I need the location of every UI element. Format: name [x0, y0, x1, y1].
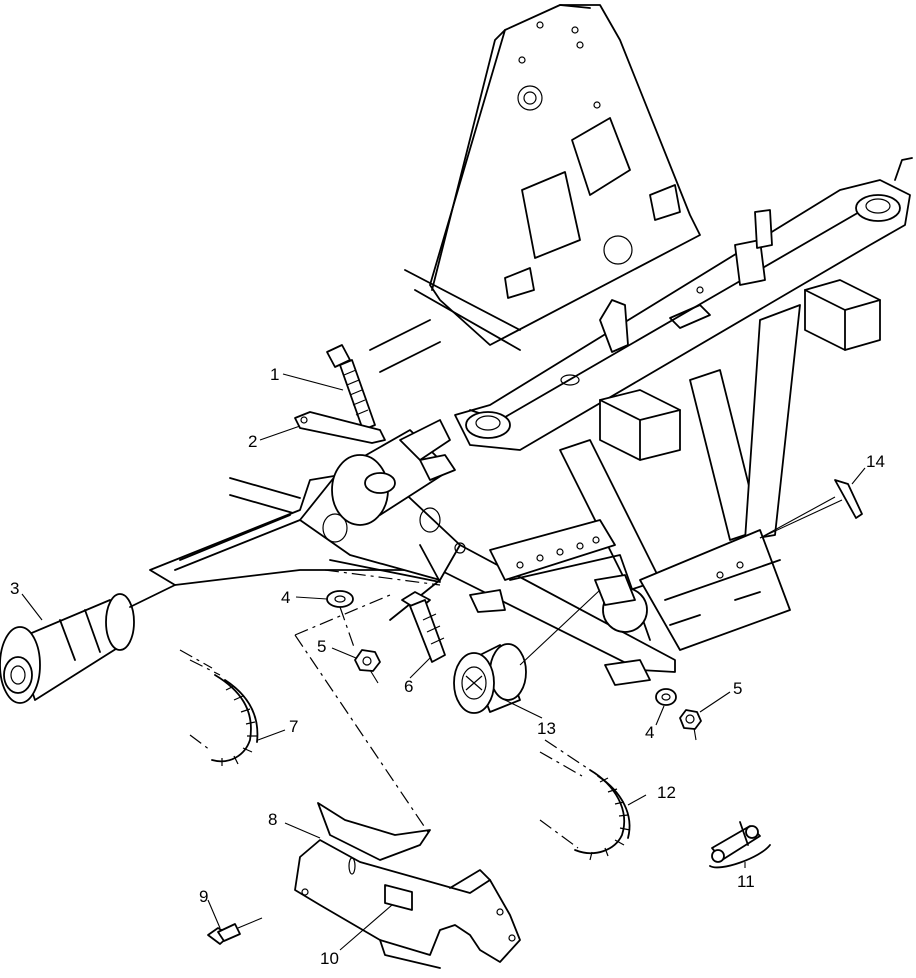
callout-5-left: 5	[317, 637, 326, 656]
callout-11: 11	[737, 872, 755, 891]
chassis-frame	[229, 4, 913, 651]
part-14-clip	[759, 479, 863, 539]
callout-labels: 1 2 3 4 4 5 5 6 7 8 9 10 11 12 13 14	[10, 365, 885, 968]
callout-8: 8	[268, 810, 277, 829]
part-4-washer	[326, 590, 354, 608]
part-10-decal	[384, 884, 413, 911]
part-4-washer-right	[655, 688, 677, 706]
part-2-strap	[294, 411, 386, 444]
callout-9: 9	[199, 887, 208, 906]
callout-4-right: 4	[645, 723, 654, 742]
callout-6: 6	[404, 677, 413, 696]
callout-14: 14	[866, 452, 885, 471]
part-5-nut-right	[679, 709, 702, 741]
callout-12: 12	[657, 783, 676, 802]
part-11-link	[709, 821, 771, 869]
part-13-roller	[453, 589, 601, 714]
part-12-chain	[539, 739, 631, 861]
callout-13: 13	[537, 719, 556, 738]
assembly-lines	[294, 496, 836, 836]
leader-lines	[21, 373, 866, 951]
callout-4-left: 4	[281, 588, 290, 607]
part-1-bolt	[326, 344, 376, 431]
part-8-guard	[294, 802, 521, 969]
callout-3: 3	[10, 579, 19, 598]
part-7-chain	[179, 649, 259, 766]
callout-7: 7	[289, 717, 298, 736]
part-3-wheel	[0, 584, 176, 704]
callout-5-right: 5	[733, 679, 742, 698]
callout-10: 10	[320, 949, 339, 968]
part-5-nut	[339, 606, 381, 684]
callout-2: 2	[248, 432, 257, 451]
part-9-bolt	[207, 917, 263, 945]
part-6-bolt	[401, 591, 446, 663]
swing-arm	[149, 419, 676, 686]
callout-1: 1	[270, 365, 279, 384]
